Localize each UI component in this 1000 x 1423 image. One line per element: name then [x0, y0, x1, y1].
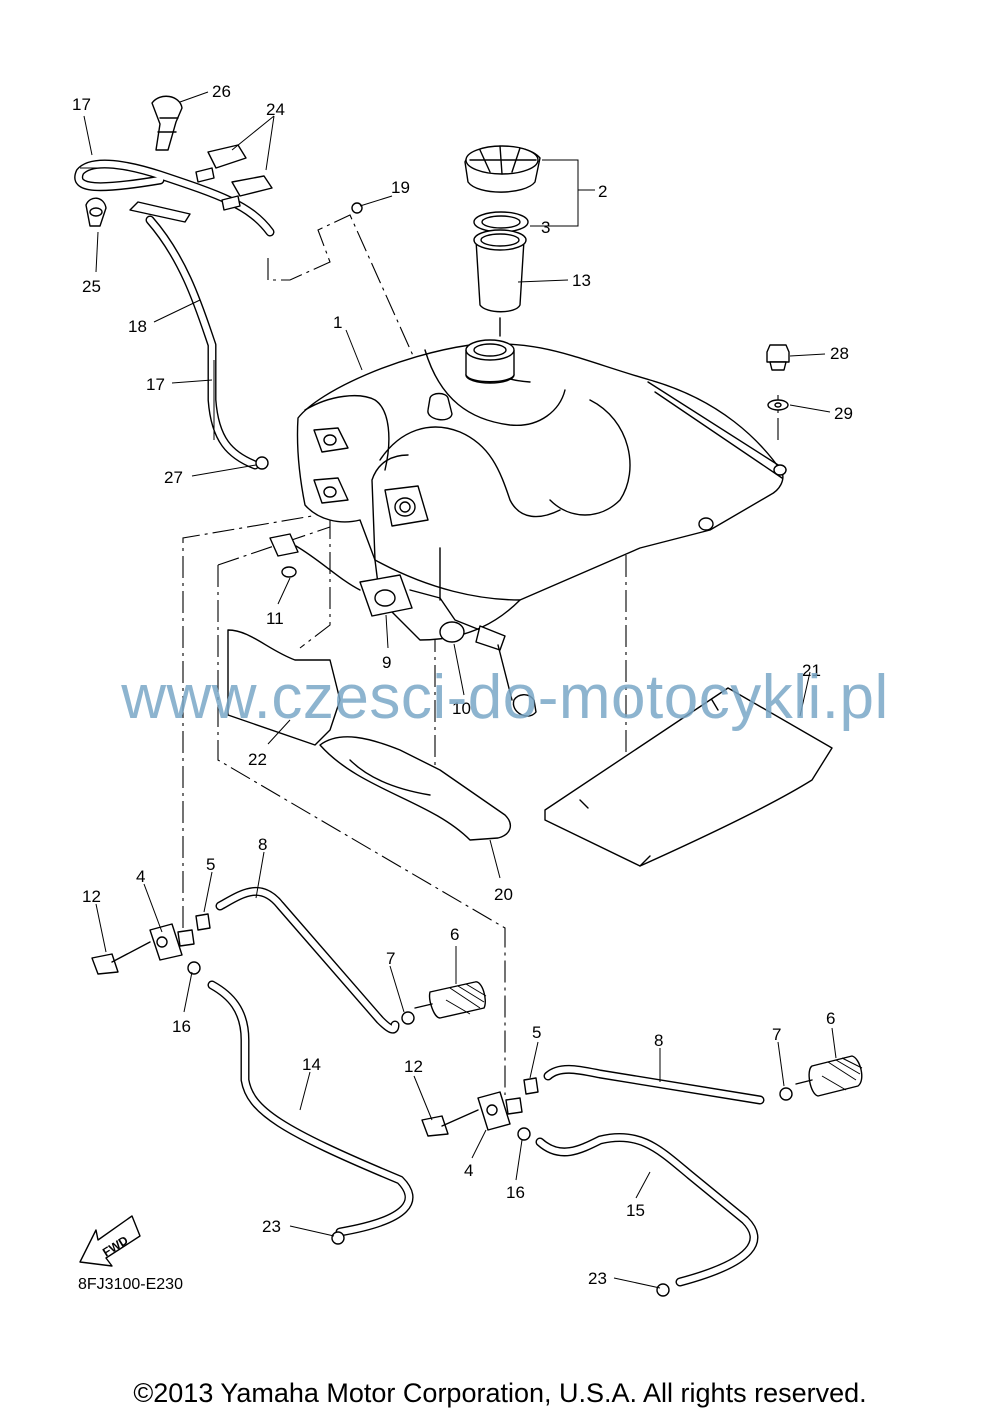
callout-13: 13	[572, 271, 591, 290]
callout-4-right: 4	[464, 1161, 473, 1180]
callout-8-right: 8	[654, 1031, 663, 1050]
callout-5-right: 5	[532, 1023, 541, 1042]
callout-16-right: 16	[506, 1183, 525, 1202]
callout-24: 24	[266, 100, 285, 119]
callout-23-left: 23	[262, 1217, 281, 1236]
fuel-cock-left[interactable]	[91, 913, 211, 975]
fwd-arrow-icon: FWD	[79, 1215, 141, 1267]
callout-6-right: 6	[826, 1009, 835, 1028]
callout-7-right: 7	[772, 1025, 781, 1044]
callout-20: 20	[494, 885, 513, 904]
hose-clamp-23-left[interactable]	[331, 1231, 345, 1245]
callout-21: 21	[802, 661, 821, 680]
callout-12-left: 12	[82, 887, 101, 906]
watermark-text: www.czesci-do-motocykli.pl	[121, 663, 889, 732]
callout-29: 29	[834, 404, 853, 423]
callout-5-left: 5	[206, 855, 215, 874]
callout-27: 27	[164, 468, 183, 487]
callout-12-right: 12	[404, 1057, 423, 1076]
callout-28: 28	[830, 344, 849, 363]
callout-25: 25	[82, 277, 101, 296]
callout-1: 1	[333, 313, 342, 332]
callout-17-mid: 17	[146, 375, 165, 394]
callout-numbers: 1 2 3 13 19 26 24 17 25 18 17 27 28 29 1…	[72, 82, 853, 1288]
callout-26: 26	[212, 82, 231, 101]
callout-15: 15	[626, 1201, 645, 1220]
callout-8-left: 8	[258, 835, 267, 854]
callout-4-left: 4	[136, 867, 145, 886]
hose-joint-24[interactable]	[195, 144, 273, 211]
callout-3: 3	[541, 218, 550, 237]
washer-29[interactable]	[767, 399, 789, 411]
cap-gasket[interactable]	[473, 211, 529, 233]
fuel-pump-assembly[interactable]	[269, 533, 537, 717]
callout-11: 11	[266, 609, 284, 628]
fuel-filter-left[interactable]	[401, 981, 487, 1025]
callout-9: 9	[382, 653, 391, 672]
heat-shield-22[interactable]	[227, 629, 341, 746]
hose-clamp-23-right[interactable]	[656, 1283, 670, 1297]
callout-22: 22	[248, 750, 267, 769]
fuel-filter-right[interactable]	[779, 1055, 863, 1101]
fuel-tank[interactable]	[296, 339, 787, 641]
callout-16-left: 16	[172, 1017, 191, 1036]
heat-shield-21[interactable]	[544, 687, 833, 867]
callout-10: 10	[452, 699, 471, 718]
callout-17-top: 17	[72, 95, 91, 114]
hose-clamp-26[interactable]	[151, 95, 183, 151]
callout-18: 18	[128, 317, 147, 336]
heat-shield-20[interactable]	[319, 736, 512, 841]
fuel-cock-right[interactable]	[421, 1077, 539, 1141]
callout-19: 19	[391, 178, 410, 197]
filler-strainer[interactable]	[473, 229, 527, 337]
callout-14: 14	[302, 1055, 321, 1074]
callout-23-right: 23	[588, 1269, 607, 1288]
hose-clamp-25[interactable]	[85, 197, 107, 227]
callout-6-left: 6	[450, 925, 459, 944]
callout-leaders	[83, 91, 837, 1289]
fuel-cap[interactable]	[464, 145, 541, 193]
copyright-text: ©2013 Yamaha Motor Corporation, U.S.A. A…	[133, 1378, 867, 1408]
callout-7-left: 7	[386, 949, 395, 968]
callout-2: 2	[598, 182, 607, 201]
fuel-hose-15[interactable]	[535, 1132, 759, 1287]
drawing-code: 8FJ3100-E230	[78, 1276, 183, 1293]
bolt-28[interactable]	[766, 344, 790, 371]
